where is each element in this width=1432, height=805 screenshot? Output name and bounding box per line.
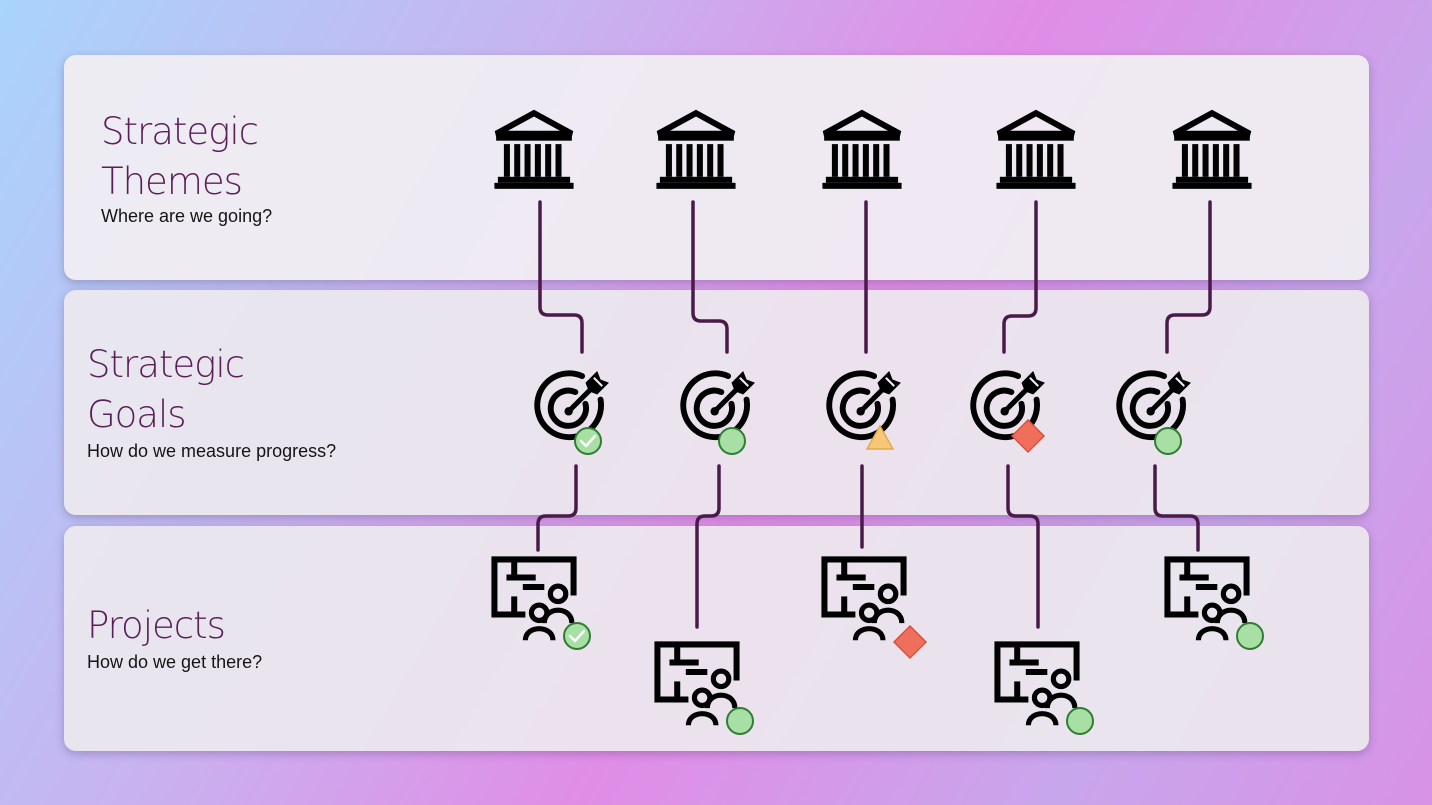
goal-4-status-off-track-icon [1010, 418, 1046, 454]
project-board-team-icon [997, 644, 1076, 725]
goal-project-connector-2 [695, 464, 721, 629]
goal-project-connector-4 [1006, 464, 1040, 629]
project-board-team-icon [1167, 559, 1246, 640]
institution-building-icon [494, 113, 573, 189]
project-3-status-off-track-icon [892, 624, 928, 660]
goals-subtitle: How do we measure progress? [87, 441, 337, 461]
strategic-goals-layer: Strategic Goals How do we measure progre… [64, 290, 1369, 515]
project-board-team-icon [494, 559, 573, 640]
institution-building-icon [656, 113, 735, 189]
strategic-themes-layer: Strategic Themes Where are we going? [64, 55, 1369, 280]
goal-project-connector-5 [1153, 464, 1200, 552]
theme-goal-connector-2 [691, 200, 729, 354]
connectors [536, 200, 1212, 629]
projects-title: Projects [87, 604, 226, 647]
goal-1-status-complete-icon [574, 427, 602, 455]
goals-title-line2: Goals [87, 393, 187, 436]
theme-goal-connector-1 [538, 200, 584, 354]
project-1-status-complete-icon [563, 622, 591, 650]
themes-title-line1: Strategic [101, 110, 259, 153]
institution-building-icon [822, 113, 901, 189]
project-board-team-icon [824, 559, 903, 640]
themes-title: Strategic Themes [101, 107, 341, 207]
target-dart-icon [537, 371, 609, 437]
project-2-status-on-track-icon [726, 707, 754, 735]
themes-subtitle: Where are we going? [101, 206, 273, 226]
projects-subtitle: How do we get there? [87, 652, 263, 672]
project-board-team-icon [657, 644, 736, 725]
target-dart-icon [829, 371, 901, 437]
target-dart-icon [1119, 371, 1191, 437]
project-5-status-on-track-icon [1236, 622, 1264, 650]
institution-building-icon [996, 113, 1075, 189]
institution-building-icon [1172, 113, 1251, 189]
projects-layer: Projects How do we get there? [64, 526, 1369, 751]
goal-project-connector-1 [536, 464, 578, 552]
goals-title: Strategic Goals [87, 340, 327, 440]
theme-goal-connector-5 [1165, 200, 1212, 354]
project-4-status-on-track-icon [1066, 707, 1094, 735]
nodes [494, 113, 1264, 735]
goal-5-status-on-track-icon [1154, 427, 1182, 455]
goals-title-line1: Strategic [87, 343, 245, 386]
target-dart-icon [683, 371, 755, 437]
themes-title-line2: Themes [101, 160, 243, 203]
theme-goal-connector-4 [1002, 200, 1038, 354]
goal-3-status-at-risk-icon [865, 424, 895, 450]
goal-2-status-on-track-icon [718, 427, 746, 455]
